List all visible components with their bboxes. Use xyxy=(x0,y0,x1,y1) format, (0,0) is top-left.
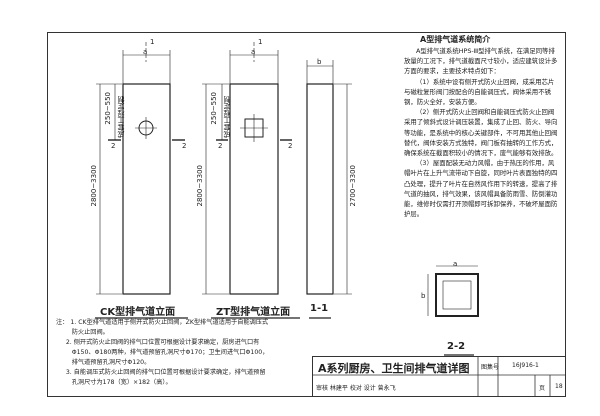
section-mark-1-zt: 1 xyxy=(258,38,263,46)
dim-2800-3300-zt: 2800~3300 xyxy=(196,165,204,207)
atlas-number: 16J916-1 xyxy=(512,362,539,369)
intro-paragraph: （3）屋面配装无动力风帽，由于热压的作用，风帽叶片在上升气流带动下自旋，同时叶片… xyxy=(404,159,558,219)
title-block xyxy=(312,356,566,397)
note-line: 3. 自能调压式防火止回阀的排气口位置可根据设计要求确定，排气道预留 xyxy=(56,369,266,376)
dim-a-zt: a xyxy=(251,48,256,56)
dim-b-22-left: b xyxy=(421,292,426,300)
dim-2800-3300-ck: 2800~3300 xyxy=(90,165,98,207)
dim-2700-3300: 2700~3300 xyxy=(349,165,357,207)
note-line: 防火止回阀。 xyxy=(56,329,109,336)
dim-a-22-top: a xyxy=(453,260,458,268)
drawing-frame xyxy=(47,32,566,397)
section-mark-1-ck: 1 xyxy=(150,38,155,46)
caption-ck-elevation: CK型排气道立面 xyxy=(100,307,176,318)
dim-250-550-ck: 250~550 xyxy=(104,92,112,125)
section-mark-2-zt-left: 2 xyxy=(218,142,223,150)
note-line: 孔洞尺寸为178（宽）×182（高）。 xyxy=(56,379,172,386)
intro-paragraph: （2）侧开式防火止回阀和自能调压式防火止回阀采用了倾斜式设计调压装置，集成了止回… xyxy=(404,108,558,158)
dim-note-ck: 成套工程定制 xyxy=(117,96,125,138)
caption-zt-elevation: ZT型排气道立面 xyxy=(216,307,291,318)
atlas-label: 图集号 xyxy=(481,364,500,371)
dim-b: b xyxy=(317,58,322,66)
section-mark-2-ck-left: 2 xyxy=(111,142,116,150)
dim-a-ck: a xyxy=(143,48,148,56)
review-row: 审核 林建平 校对 设计 曾永飞 xyxy=(316,385,396,392)
caption-section-2-2: 2-2 xyxy=(447,341,466,352)
dim-250-550-zt: 250~550 xyxy=(210,92,218,125)
sheet-title: A系列厨房、卫生间排气道详图 xyxy=(318,362,470,375)
section-mark-2-ck-right: 2 xyxy=(182,142,187,150)
note-line: 排气道预留孔洞尺寸Φ120。 xyxy=(56,359,151,366)
dim-note-zt: 成套工程定制 xyxy=(223,96,231,138)
section-mark-2-zt-right: 2 xyxy=(288,142,293,150)
intro-text: A型排气道系统HPS-Ⅲ型排气系统，在满足同等排放量的工况下，排气道截面尺寸较小… xyxy=(404,46,560,219)
note-line: Φ150、Φ180两种，排气道预留孔洞尺寸Φ170；卫生间进气口Φ100， xyxy=(56,349,269,356)
intro-paragraph: A型排气道系统HPS-Ⅲ型排气系统，在满足同等排放量的工况下，排气道截面尺寸较小… xyxy=(404,47,558,76)
notes: 注： 1. CK型排气道适用于侧开式防火止回阀，ZK型排气道适用于自能调压式 防… xyxy=(56,318,316,388)
note-line: 2. 侧开式防火止回阀的排气口位置可根据设计要求确定，厨房进气口有 xyxy=(56,339,260,346)
note-line: 注： 1. CK型排气道适用于侧开式防火止回阀，ZK型排气道适用于自能调压式 xyxy=(56,319,269,326)
page-label: 页 xyxy=(539,385,546,392)
intro-title: A型排气道系统简介 xyxy=(420,35,491,44)
caption-section-1-1: 1-1 xyxy=(310,303,329,314)
intro-paragraph: （1）系统中设有侧开式防火止回阀，成采用芯片与磁粒复形阀门按配合的自能调压式，阀… xyxy=(404,77,555,107)
page-number: 18 xyxy=(555,383,563,390)
